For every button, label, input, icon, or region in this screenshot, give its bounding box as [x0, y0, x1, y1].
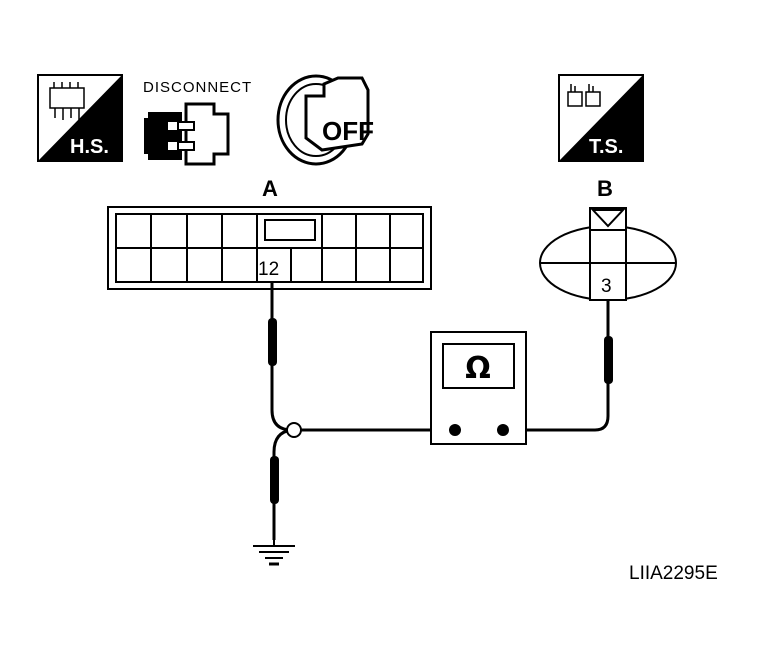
connector-b: B 3: [539, 176, 677, 301]
test-leads: [270, 282, 610, 540]
figure-code: LIIA2295E: [629, 563, 718, 584]
harness-side-label: H.S.: [70, 136, 109, 158]
ohm-symbol: Ω: [465, 351, 491, 386]
junction-node: [286, 422, 302, 438]
connector-b-terminal: 3: [601, 276, 612, 297]
ignition-label: OFF: [322, 116, 374, 146]
ground-icon: [253, 540, 295, 566]
ohmmeter: Ω: [430, 331, 527, 445]
probe-connector-b: [604, 336, 613, 384]
meter-terminal-right: [497, 424, 509, 436]
harness-side-icon: H.S.: [37, 74, 123, 162]
probe-ground: [270, 456, 279, 504]
terminal-side-icon: T.S.: [558, 74, 644, 162]
connector-a-terminal: 12: [258, 259, 279, 280]
terminal-side-label: T.S.: [589, 136, 623, 158]
connector-b-label: B: [597, 176, 613, 201]
connector-a: A 12: [107, 176, 432, 290]
disconnect-label: DISCONNECT: [143, 79, 252, 96]
disconnect-icon: DISCONNECT: [143, 79, 252, 166]
probe-connector-a: [268, 318, 277, 366]
ignition-off-icon: OFF: [276, 74, 374, 166]
meter-terminal-left: [449, 424, 461, 436]
connector-a-label: A: [262, 176, 278, 201]
